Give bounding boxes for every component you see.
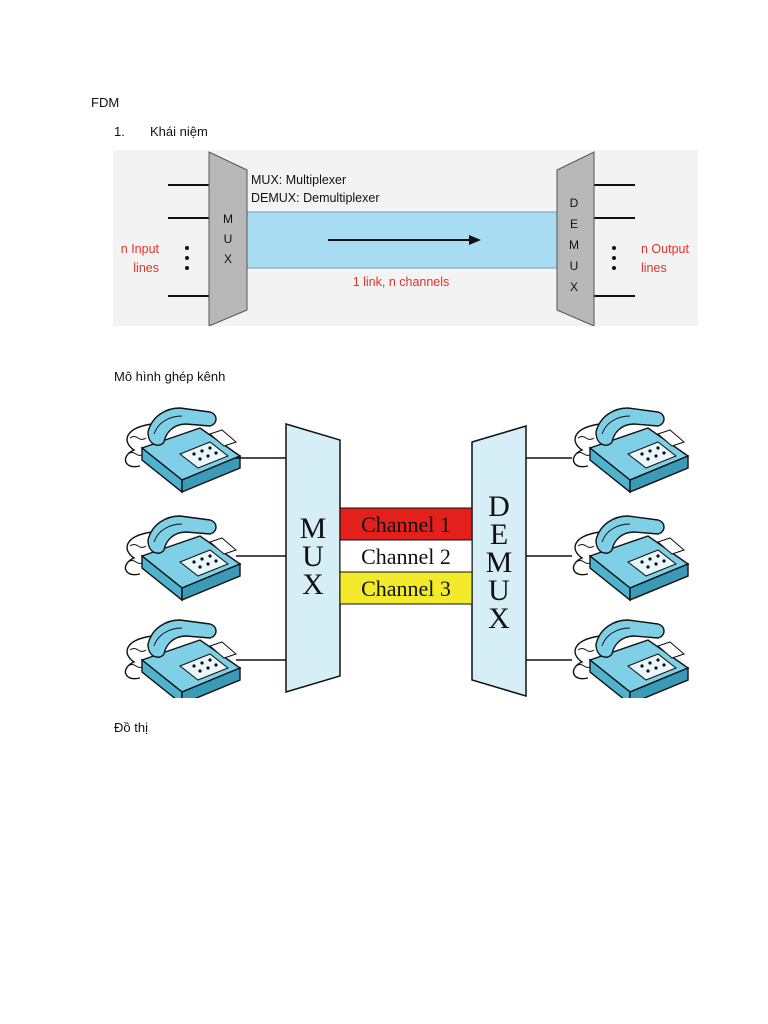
demux-letter: X: [488, 602, 510, 635]
legend-mux: MUX: Multiplexer: [251, 173, 346, 187]
demux-letter: M: [486, 546, 513, 579]
mux-letter: M: [223, 212, 233, 226]
demux-letter: D: [570, 196, 579, 210]
channel-2-label: Channel 2: [361, 544, 451, 569]
multiplexing-model-diagram: Channel 1 Channel 2 Channel 3 M U X D E …: [124, 407, 689, 698]
channel-2-band: [339, 539, 473, 573]
ellipsis-dot: [612, 256, 616, 260]
telephone-icon: [124, 515, 241, 601]
telephone-icon: [572, 619, 689, 698]
demux-letter: E: [570, 217, 578, 231]
telephone-icon: [124, 619, 241, 698]
mux-label: M U X: [223, 212, 233, 266]
mux-letter: U: [302, 540, 324, 573]
demux-letter: U: [570, 259, 579, 273]
legend-demux: DEMUX: Demultiplexer: [251, 191, 380, 205]
ellipsis-dot: [185, 256, 189, 260]
demux-letter: D: [488, 490, 510, 523]
ellipsis-dot: [185, 246, 189, 250]
demux-letter: E: [490, 518, 508, 551]
mux-letter: X: [302, 568, 324, 601]
mux-letter: X: [224, 252, 232, 266]
demux-letter: U: [488, 574, 510, 607]
caption-graph: Đồ thị: [114, 720, 148, 735]
telephone-icon: [572, 515, 689, 601]
output-lines-label: lines: [641, 261, 667, 275]
channel-3-band: [339, 571, 473, 605]
demux-block: [556, 151, 595, 326]
demux-letter: X: [570, 280, 578, 294]
demux-label: D E M U X: [486, 490, 513, 635]
telephone-icon: [572, 407, 689, 493]
ellipsis-dot: [185, 266, 189, 270]
telephone-icon: [124, 407, 241, 493]
channel-1-band: [339, 507, 473, 541]
document-heading: FDM: [91, 95, 120, 110]
mux-label: M U X: [300, 512, 327, 601]
list-item-text: Khái niệm: [150, 124, 208, 139]
ellipsis-dot: [612, 246, 616, 250]
mux-block: [285, 422, 341, 694]
caption-multiplexing-model: Mô hình ghép kênh: [114, 369, 226, 384]
ellipsis-dot: [612, 266, 616, 270]
demux-label: D E M U X: [569, 196, 579, 294]
list-item-number: 1.: [114, 124, 125, 139]
channel-3-label: Channel 3: [361, 576, 451, 601]
input-lines-label: n Input: [121, 242, 160, 256]
link-label: 1 link, n channels: [353, 275, 450, 289]
arrow-right-icon: [469, 235, 481, 245]
channel-1-label: Channel 1: [361, 512, 451, 537]
output-lines-label: n Output: [641, 242, 689, 256]
mux-letter: U: [224, 232, 233, 246]
mux-letter: M: [300, 512, 327, 545]
mux-demux-concept-diagram: M U X D E M U X MUX: Multiplexer DEMUX: …: [113, 150, 698, 326]
mux-block: [208, 151, 248, 326]
demux-letter: M: [569, 238, 579, 252]
input-lines-label: lines: [133, 261, 159, 275]
